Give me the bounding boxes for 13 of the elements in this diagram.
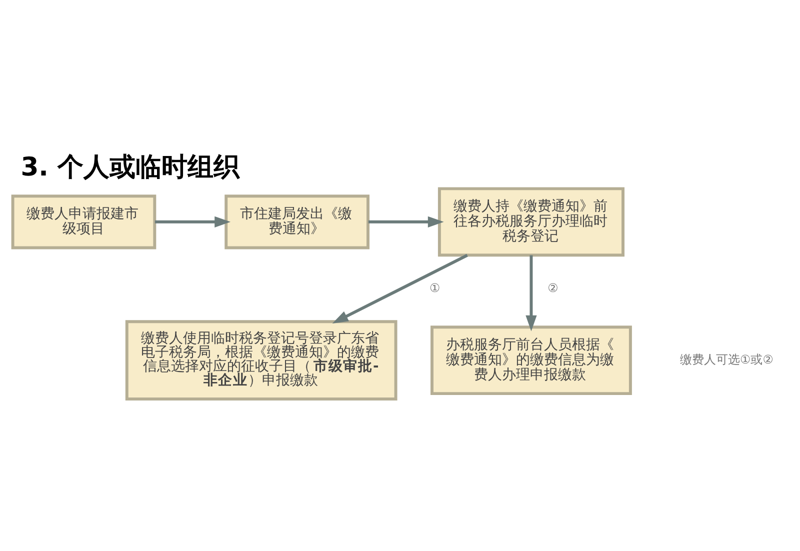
arrow [332, 254, 468, 324]
diagram-title: 3. 个人或临时组织 [20, 152, 240, 183]
node-box: 缴费人持《缴费通知》前往各办税服务厅办理临时税务登记 [438, 187, 624, 257]
arrow [154, 216, 231, 228]
node-box: 缴费人使用临时税务登记号登录广东省电子税务局，根据《缴费通知》的缴费信息选择对应的征收子目（市级审批-非企业）申报缴款 [125, 320, 398, 401]
edge-label: ② [548, 280, 558, 295]
arrow [368, 216, 444, 228]
node-box: 市住建局发出《缴费通知》 [224, 194, 370, 250]
node-box: 缴费人申请报建市级项目 [11, 194, 156, 250]
edge-label: ① [430, 280, 440, 295]
arrow [526, 255, 537, 332]
node-box: 办税服务厅前台人员根据《缴费通知》的缴费信息为缴费人办理申报缴款 [430, 326, 632, 396]
label: 缴费人可选①或② [680, 352, 774, 366]
